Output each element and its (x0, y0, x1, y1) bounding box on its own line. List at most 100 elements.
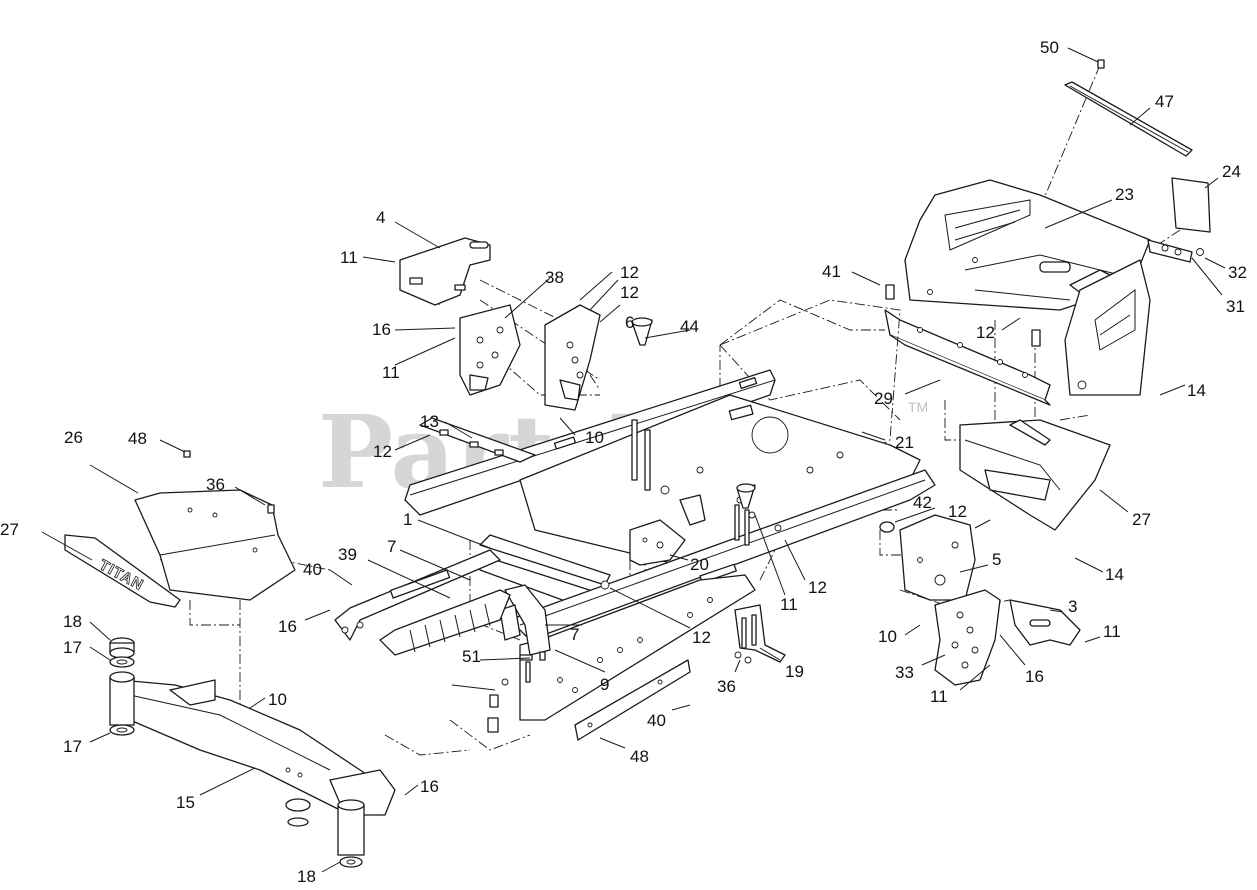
callout: 13 (420, 412, 439, 431)
callout: 21 (895, 433, 914, 452)
spindle-left (109, 671, 135, 726)
tray-part-30 (959, 419, 1111, 531)
callout: 40 (647, 711, 666, 730)
callout: 12 (976, 323, 995, 342)
callout: 32 (1228, 263, 1247, 282)
callout: 6 (625, 313, 634, 332)
callout: 7 (570, 625, 579, 644)
cap-right (285, 798, 311, 827)
callout: 42 (913, 493, 932, 512)
callout: 11 (930, 687, 948, 706)
callout: 4 (376, 208, 385, 227)
callout: 14 (1187, 381, 1206, 400)
callout: 27 (0, 520, 19, 539)
callout: 1 (403, 510, 412, 529)
callout: 36 (206, 475, 225, 494)
callout: 51 (462, 647, 481, 666)
callout: 33 (895, 663, 914, 682)
callout: 40 (303, 560, 322, 579)
decal-part-24 (1171, 177, 1211, 233)
callout: 18 (63, 612, 82, 631)
callout: 16 (1025, 667, 1044, 686)
bushing-part-17-right (339, 856, 363, 868)
axle-part-15 (119, 679, 396, 816)
callout: 26 (64, 428, 83, 447)
bar-part-48 (574, 659, 691, 741)
main-frame-part-1 (334, 369, 936, 721)
callout: 11 (340, 248, 358, 267)
bolt-part-47-top (1097, 59, 1105, 69)
callout: 14 (1105, 565, 1124, 584)
bolt-part-47-left (183, 450, 191, 458)
bracket-part-33-left (459, 304, 521, 396)
callout: 24 (1222, 162, 1241, 181)
callout: 15 (176, 793, 195, 812)
callout: 16 (372, 320, 391, 339)
bracket-part-5 (899, 514, 976, 601)
callout: 39 (338, 545, 357, 564)
callout: 11 (780, 595, 798, 614)
callout: 44 (680, 317, 699, 336)
seat-pan-part-23 (904, 179, 1151, 396)
bracket-part-3 (1009, 599, 1081, 646)
callout: 11 (382, 363, 400, 382)
bracket-part-19 (734, 604, 786, 664)
cap-part-18 (109, 637, 135, 659)
callout: 10 (268, 690, 287, 709)
leader-lines (41, 47, 1226, 873)
knob-part-44-center (736, 483, 756, 509)
callout: 3 (1068, 597, 1077, 616)
callout: 18 (297, 867, 316, 886)
callout: 29 (874, 389, 893, 408)
callout-labels: 50 47 24 23 32 31 41 12 14 29 27 14 12 4… (0, 38, 1247, 886)
callout: 10 (878, 627, 897, 646)
callout: 11 (1103, 622, 1121, 641)
callout: 12 (948, 502, 967, 521)
bracket-part-4 (399, 237, 491, 306)
callout: 16 (278, 617, 297, 636)
callout: 17 (63, 737, 82, 756)
bracket-part-31 (1147, 239, 1204, 263)
callout: 12 (620, 283, 639, 302)
knob-part-44 (631, 317, 653, 346)
seat-frame-part-29 (884, 284, 1051, 406)
watermark-trademark: TM (908, 399, 928, 415)
callout: 9 (600, 675, 609, 694)
washer-part-42 (879, 521, 895, 533)
strip-part-13 (419, 417, 536, 463)
callout: 5 (992, 550, 1001, 569)
bracket-part-20 (629, 519, 686, 566)
rod-part-46 (1064, 81, 1193, 157)
callout: 19 (785, 662, 804, 681)
bracket-part-6 (544, 304, 601, 411)
callout: 12 (620, 263, 639, 282)
floor-pan-part-21 (719, 299, 901, 471)
callout: 50 (1040, 38, 1059, 57)
callout: 16 (420, 777, 439, 796)
callout: 12 (373, 442, 392, 461)
spindle-right (337, 799, 365, 856)
bolts-part-50 (519, 651, 546, 683)
bolt-part-51 (487, 678, 509, 733)
callout: 7 (387, 537, 396, 556)
bracket-part-33-right (934, 589, 1001, 686)
callout: 10 (585, 428, 604, 447)
callout: 38 (545, 268, 564, 287)
bushing-part-17-lower (109, 724, 135, 736)
panel-part-26 (134, 489, 296, 601)
callout: 47 (1155, 92, 1174, 111)
callout: 48 (630, 747, 649, 766)
callout: 12 (692, 628, 711, 647)
bushing-part-17-upper (109, 656, 135, 668)
callout: 17 (63, 638, 82, 657)
callout: 23 (1115, 185, 1134, 204)
callout: 27 (1132, 510, 1151, 529)
callout: 41 (822, 262, 841, 281)
callout: 31 (1226, 297, 1245, 316)
bolt-part-36 (267, 504, 275, 514)
shield-part-39 (379, 589, 511, 656)
callout: 20 (690, 555, 709, 574)
callout: 12 (808, 578, 827, 597)
center-bolts (631, 419, 782, 546)
